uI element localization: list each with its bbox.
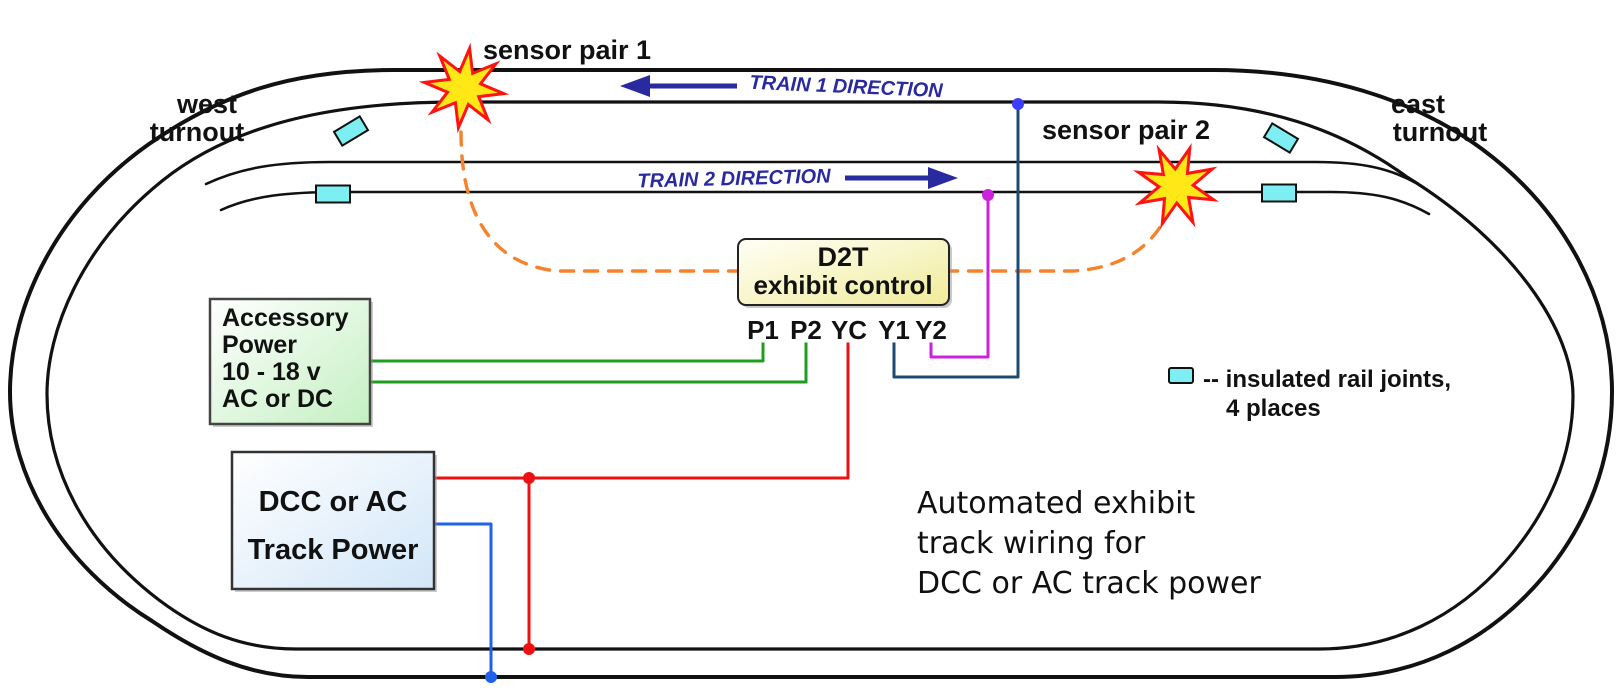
label-east-turnout-line1: east: [1391, 89, 1445, 119]
track-power-line1: DCC or AC: [259, 486, 408, 518]
siding-track-upper: [204, 160, 1418, 186]
insulated-joint-marker-west-upper: [332, 115, 370, 147]
accessory-power-line4: AC or DC: [222, 385, 333, 413]
junction-dot-red-track: [523, 643, 535, 655]
sensor-burst-1: [418, 42, 510, 134]
insulated-joint-marker-west-lower: [315, 184, 351, 204]
caption-text: Automated exhibit track wiring for DCC o…: [917, 486, 1262, 601]
junction-dot-blue-track: [485, 671, 497, 683]
accessory-power-line2: Power: [222, 331, 297, 359]
insulated-joint-marker-east-upper: [1262, 122, 1300, 154]
siding-track-lower: [219, 190, 1431, 216]
caption-line1: Automated exhibit: [917, 486, 1195, 521]
label-sensor-pair-2: sensor pair 2: [1042, 115, 1210, 145]
train1-direction-label: TRAIN 1 DIRECTION: [749, 72, 944, 102]
legend-line2: 4 places: [1226, 395, 1321, 422]
train2-direction-label: TRAIN 2 DIRECTION: [637, 165, 831, 192]
terminal-labels: P1 P2 YC Y1 Y2: [747, 315, 947, 345]
junction-dot-y2-track: [982, 189, 994, 201]
terminal-y2: Y2: [915, 315, 947, 345]
wire-y2-magenta: [929, 193, 990, 359]
wire-p1-green: [368, 342, 765, 363]
insulated-joint-marker-east-lower: [1261, 183, 1297, 203]
train2-direction-arrow: [845, 167, 958, 189]
train1-arrowhead-icon: [620, 75, 650, 97]
outer-loop-track: [7, 68, 1615, 679]
label-east-turnout-line2: turnout: [1393, 117, 1487, 147]
legend-line1: -- insulated rail joints,: [1203, 366, 1451, 393]
exhibit-control-box: D2T exhibit control: [737, 238, 952, 308]
accessory-power-line1: Accessory: [222, 304, 349, 332]
wire-p2-green: [368, 342, 808, 384]
terminal-p1: P1: [747, 315, 779, 345]
terminal-p2: P2: [790, 315, 822, 345]
caption-line3: DCC or AC track power: [917, 566, 1262, 601]
track-power-line2: Track Power: [248, 534, 419, 566]
terminal-yc: YC: [831, 315, 867, 345]
junction-dot-red-upper: [523, 472, 535, 484]
train1-direction-arrow: [620, 75, 737, 97]
wire-y1-navy: [892, 102, 1020, 379]
wire-yc-red: [432, 342, 850, 480]
sensor-dashed-wire: [459, 106, 1171, 273]
track-power-box: DCC or AC Track Power: [230, 450, 437, 592]
legend: -- insulated rail joints, 4 places: [1168, 366, 1451, 422]
junction-dot-y1-track: [1012, 98, 1024, 110]
wire-track-power-blue: [432, 522, 493, 679]
train2-arrowhead-icon: [928, 167, 958, 189]
exhibit-control-title: D2T: [817, 242, 869, 272]
label-sensor-pair-1: sensor pair 1: [483, 35, 651, 65]
label-west-turnout-line2: turnout: [150, 117, 244, 147]
exhibit-control-subtitle: exhibit control: [753, 270, 932, 300]
accessory-power-box: Accessory Power 10 - 18 v AC or DC: [208, 297, 373, 427]
accessory-power-line3: 10 - 18 v: [222, 358, 321, 386]
terminal-y1: Y1: [878, 315, 910, 345]
label-west-turnout-line1: west: [176, 89, 237, 119]
sensor-burst-2: [1133, 143, 1219, 229]
caption-line2: track wiring for: [917, 526, 1146, 561]
inner-loop-track: [45, 100, 1575, 651]
legend-swatch-insulated-joint: [1168, 367, 1194, 384]
